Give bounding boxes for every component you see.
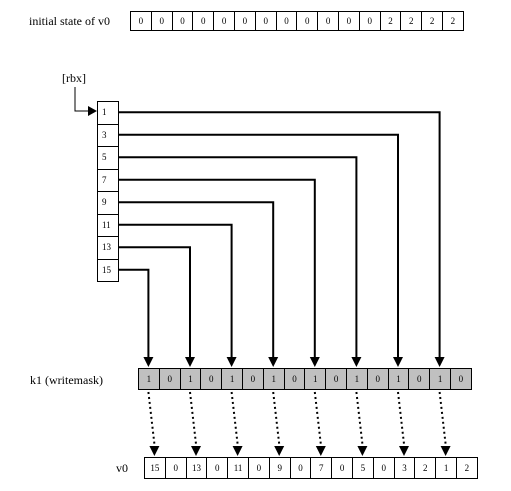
- writemask-bit-cell: 0: [325, 368, 347, 390]
- writemask-bit-cell: 1: [346, 368, 368, 390]
- writemask-arrowhead: [191, 446, 201, 456]
- writemask-bit-cell: 1: [429, 368, 451, 390]
- writemask-bit-cell: 1: [138, 368, 160, 390]
- v0-result-cell: 11: [227, 457, 249, 479]
- gather-line: [119, 246, 191, 358]
- initial-v0-cell: 2: [400, 11, 423, 31]
- writemask-bit-cell: 1: [387, 368, 410, 390]
- writemask-dotted-line: [355, 391, 364, 445]
- initial-v0-cell: 2: [421, 11, 443, 31]
- gather-arrowhead: [309, 357, 320, 367]
- writemask-dotted-line: [397, 391, 405, 445]
- writemask-bit-cell: 1: [304, 368, 327, 390]
- v0-result-cell: 2: [414, 457, 437, 479]
- v0-result-cell: 7: [310, 457, 333, 479]
- k1-label: k1 (writemask): [30, 373, 103, 387]
- gather-line: [119, 178, 316, 358]
- v0-result-cell: 1: [435, 457, 457, 479]
- writemask-arrowhead: [232, 446, 243, 456]
- v0-result-cell: 0: [289, 457, 312, 479]
- gather-arrowhead: [434, 357, 445, 367]
- writemask-dotted-line: [230, 391, 239, 445]
- v0-result-cell: 0: [331, 457, 353, 479]
- v0-result-cell: 9: [268, 457, 291, 479]
- writemask-arrowhead: [274, 446, 285, 456]
- v0-result-cell: 15: [144, 457, 166, 479]
- writemask-arrowhead: [440, 446, 451, 456]
- initial-v0-cell: 0: [254, 11, 277, 31]
- v0-result-cell: 3: [393, 457, 416, 479]
- v0-result-cell: 0: [164, 457, 187, 479]
- gather-line: [119, 133, 399, 358]
- rbx-memory-cell: 11: [97, 213, 119, 237]
- rbx-pointer-arrowhead: [88, 106, 97, 116]
- writemask-bit-cell: 1: [221, 368, 243, 390]
- initial-v0-cell: 2: [442, 11, 464, 31]
- rbx-memory-cell: 9: [97, 191, 119, 215]
- writemask-bit-cell: 0: [283, 368, 306, 390]
- v0-result-cell: 2: [456, 457, 478, 479]
- initial-v0-cell: 0: [171, 11, 194, 31]
- gather-line: [119, 156, 358, 358]
- v0-label: v0: [116, 461, 128, 475]
- gather-line: [119, 223, 233, 358]
- initial-v0-cell: 0: [213, 11, 235, 31]
- writemask-bit-cell: 1: [179, 368, 202, 390]
- rbx-memory-cell: 7: [97, 168, 119, 192]
- writemask-dotted-line: [313, 391, 322, 445]
- v0-result-cell: 0: [372, 457, 395, 479]
- writemask-bit-cell: 0: [200, 368, 223, 390]
- gather-arrowhead: [351, 357, 362, 367]
- writemask-dotted-line: [438, 391, 447, 445]
- initial-v0-cell: 0: [275, 11, 298, 31]
- gather-line: [119, 111, 441, 358]
- gather-arrowhead: [393, 357, 403, 367]
- writemask-bit-cell: 0: [366, 368, 389, 390]
- initial-v0-label: initial state of v0: [29, 14, 110, 28]
- writemask-arrowhead: [149, 446, 160, 456]
- rbx-memory-cell: 3: [97, 123, 119, 147]
- rbx-memory-cell: 13: [97, 236, 119, 260]
- rbx-memory-cell: 1: [97, 101, 119, 125]
- gather-arrowhead: [268, 357, 279, 367]
- writemask-dotted-line: [147, 391, 156, 445]
- gather-arrowhead: [185, 357, 195, 367]
- rbx-pointer-line: [74, 87, 90, 112]
- writemask-bit-cell: 0: [158, 368, 181, 390]
- initial-v0-cell: 0: [338, 11, 360, 31]
- writemask-bit-cell: 0: [242, 368, 264, 390]
- initial-v0-cell: 0: [296, 11, 319, 31]
- initial-v0-cell: 0: [130, 11, 152, 31]
- initial-v0-cell: 0: [317, 11, 339, 31]
- rbx-label: [rbx]: [62, 71, 86, 85]
- rbx-memory-cell: 5: [97, 146, 119, 170]
- initial-v0-cell: 0: [192, 11, 215, 31]
- v0-result-cell: 13: [185, 457, 208, 479]
- rbx-memory-cell: 15: [97, 258, 119, 282]
- gather-arrowhead: [143, 357, 154, 367]
- initial-v0-cell: 0: [358, 11, 381, 31]
- gather-line: [119, 201, 275, 358]
- writemask-arrowhead: [315, 446, 326, 456]
- writemask-bit-cell: 0: [408, 368, 431, 390]
- initial-v0-cell: 2: [379, 11, 402, 31]
- writemask-bit-cell: 0: [450, 368, 472, 390]
- writemask-arrowhead: [357, 446, 368, 456]
- writemask-dotted-line: [272, 391, 281, 445]
- initial-v0-cell: 0: [150, 11, 173, 31]
- writemask-bit-cell: 1: [262, 368, 285, 390]
- v0-result-cell: 5: [352, 457, 374, 479]
- v0-result-cell: 0: [248, 457, 270, 479]
- gather-arrowhead: [226, 357, 237, 367]
- v0-result-cell: 0: [206, 457, 229, 479]
- writemask-arrowhead: [399, 446, 409, 456]
- writemask-dotted-line: [189, 391, 197, 445]
- gather-line: [119, 268, 150, 358]
- initial-v0-cell: 0: [234, 11, 256, 31]
